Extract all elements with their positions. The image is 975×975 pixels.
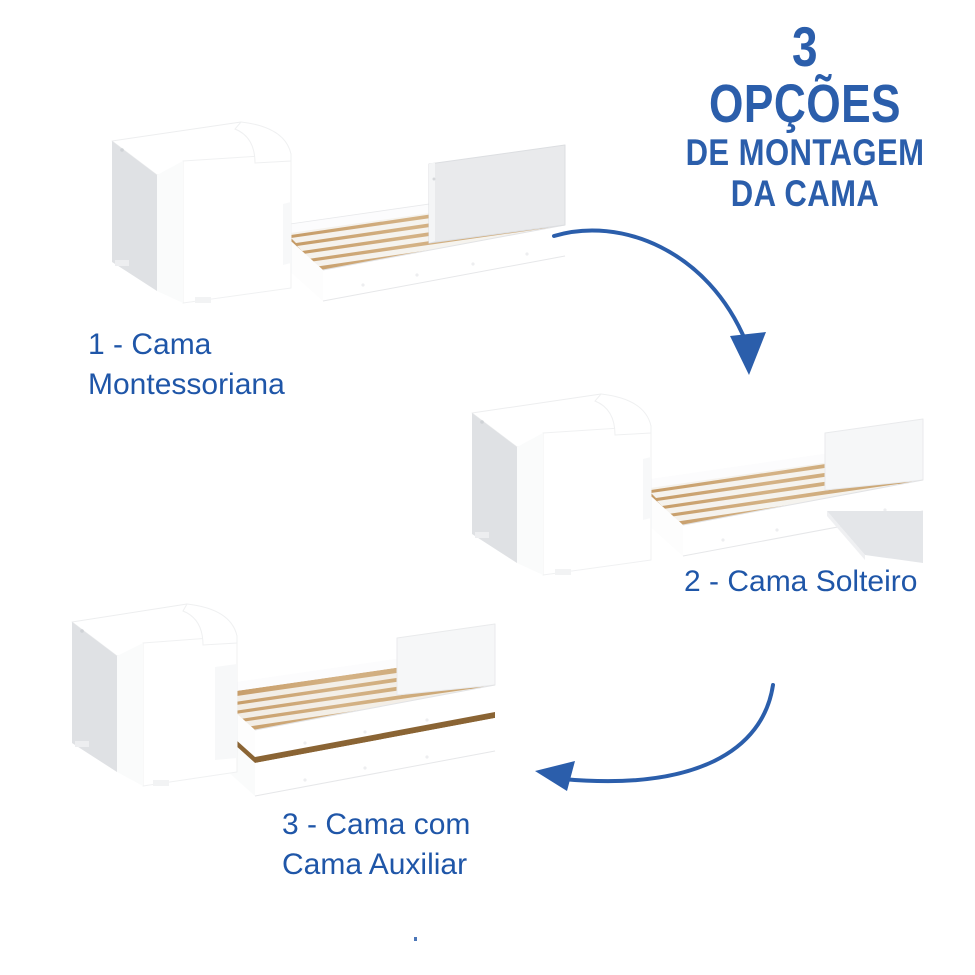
bed-3-foot-right — [153, 780, 169, 786]
arrow-step-2-to-3 — [505, 645, 805, 810]
bed-1-headboard-side — [157, 161, 183, 303]
headline-options: OPÇÕES — [709, 73, 901, 134]
bed-3-desk-screw — [80, 629, 84, 633]
bed-1-footboard-edge — [429, 162, 435, 243]
bed-2-foot-left — [475, 532, 489, 538]
caption-option-3: 3 - Cama com Cama Auxiliar — [282, 808, 471, 881]
bed-2-svg — [471, 393, 924, 576]
bed-3-foot-left — [75, 741, 89, 747]
artifact-speck — [414, 937, 417, 941]
bed-1-desk-screw — [120, 148, 124, 152]
bed-3-front-rail-long — [255, 685, 495, 757]
arrow-2-curve — [561, 683, 775, 784]
bed-2-front-rail-long — [683, 480, 923, 556]
bed-1-front-rail — [283, 234, 323, 301]
bed-1-desk-side-panel — [112, 141, 157, 291]
bed-1-front-rail-long — [323, 225, 565, 301]
bed-3-trundle-gap-long — [255, 712, 495, 763]
bed-2-front-rail — [643, 489, 683, 556]
bed-1-headboard-front — [182, 153, 292, 304]
bed-1-foot-right — [195, 297, 211, 303]
arrow-1-curve — [552, 228, 748, 344]
bed-1-connector — [283, 202, 291, 265]
headline-count: 3 — [792, 15, 818, 78]
bed-2-desk-screw — [480, 420, 484, 424]
arrow-1-svg — [552, 228, 766, 375]
headline-block: 3 OPÇÕES DE MONTAGEM DA CAMA — [640, 15, 970, 215]
bed-2-desk-corner — [594, 393, 652, 436]
bed-3-trundle-rail-long — [255, 718, 495, 796]
arrow-step-1-to-2 — [550, 210, 810, 395]
arrow-1-head — [730, 332, 766, 375]
bed-3-connector — [215, 664, 237, 760]
headline-bed: DA CAMA — [730, 173, 880, 215]
bed-2-headboard-front — [542, 425, 652, 576]
caption-option-2: 2 - Cama Solteiro — [684, 565, 918, 598]
bed-illustration-solteiro — [455, 385, 935, 600]
bed-2-end-leg-panel-front — [827, 511, 865, 560]
bed-3-rail-screws — [303, 718, 429, 745]
bed-illustration-montessoriana — [95, 105, 575, 320]
caption-option-1: 1 - Cama Montessoriana — [88, 328, 285, 401]
bed-2-far-headrail — [824, 418, 924, 491]
bed-3-far-headrail — [396, 623, 496, 696]
bed-1-foot-left — [115, 260, 129, 266]
arrow-2-head — [535, 761, 575, 791]
bed-illustration-cama-auxiliar — [55, 600, 535, 815]
bed-2-foot-right — [555, 569, 571, 575]
headline-assembly: DE MONTAGEM — [685, 131, 925, 173]
bed-2-headboard-side — [517, 433, 543, 575]
bed-1-svg — [111, 121, 566, 304]
bed-1-desk-corner — [234, 121, 292, 164]
bed-3-desk-side-panel — [72, 622, 117, 772]
bed-1-footboard-screw — [432, 177, 436, 181]
bed-2-end-leg-panel — [827, 511, 923, 563]
bed-3-headboard-side — [117, 643, 143, 786]
bed-3-svg — [71, 603, 496, 797]
bed-2-connector — [643, 457, 651, 520]
bed-1-rail-screws — [361, 252, 529, 287]
bed-3-trundle-screws — [303, 755, 429, 782]
bed-3-desk-corner — [182, 603, 238, 646]
arrow-2-svg — [535, 683, 775, 791]
bed-2-desk-side-panel — [472, 413, 517, 563]
